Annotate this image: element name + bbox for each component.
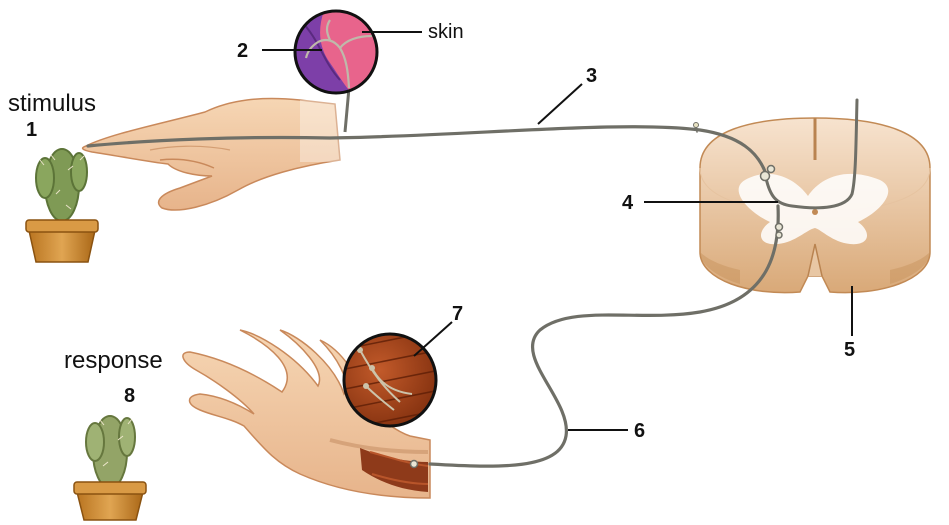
label-skin: skin (428, 21, 464, 43)
stimulus-hand (83, 99, 345, 210)
label-7: 7 (452, 303, 463, 325)
label-1: 1 (26, 119, 37, 141)
label-4: 4 (622, 192, 634, 214)
label-stimulus: stimulus (8, 90, 96, 117)
label-response: response (64, 347, 163, 374)
cactus-stimulus (26, 149, 98, 262)
label-5: 5 (844, 339, 855, 361)
spinal-cord (700, 118, 930, 293)
label-8: 8 (124, 385, 135, 407)
label-3: 3 (586, 65, 597, 87)
cactus-response (74, 416, 146, 520)
label-6: 6 (634, 420, 645, 442)
leader-7 (414, 322, 452, 356)
label-2: 2 (237, 40, 248, 62)
leader-3 (538, 84, 582, 124)
